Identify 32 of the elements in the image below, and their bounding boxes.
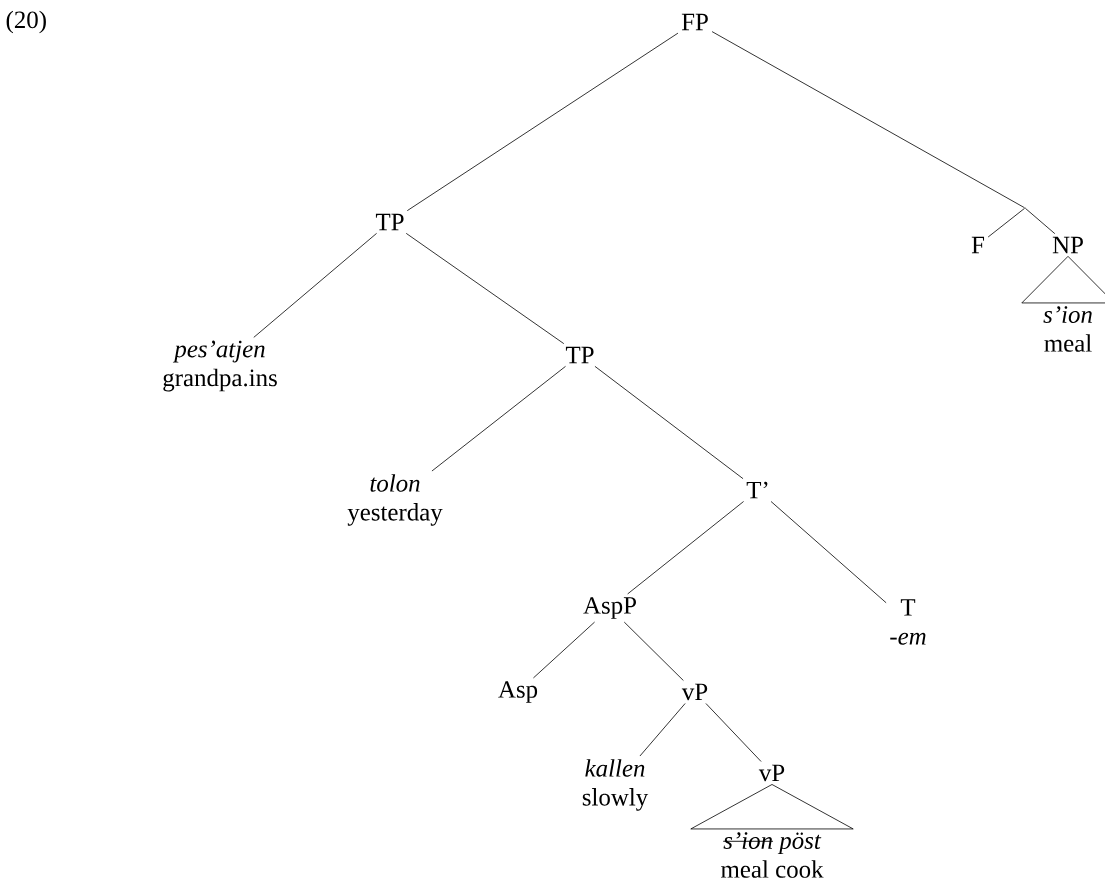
category-label: vP bbox=[681, 683, 708, 701]
branch-line bbox=[431, 365, 566, 472]
category-label: FP bbox=[681, 13, 708, 31]
word-gloss: kallen slowly bbox=[582, 759, 649, 811]
category-label: F bbox=[971, 236, 985, 254]
branch-line bbox=[253, 232, 377, 338]
category-label: T’ bbox=[746, 481, 768, 499]
branch-line bbox=[533, 621, 595, 679]
triangle bbox=[1021, 255, 1105, 304]
word-gloss: pes’atjen grandpa.ins bbox=[163, 340, 277, 392]
branch-line bbox=[406, 32, 679, 212]
category-label: NP bbox=[1052, 236, 1083, 254]
branch-line bbox=[594, 365, 744, 480]
branch-line bbox=[711, 31, 1025, 208]
category-label: TP bbox=[375, 213, 404, 231]
category-label: Asp bbox=[498, 681, 538, 703]
triangle bbox=[690, 784, 854, 830]
branch-line bbox=[623, 621, 684, 681]
category-label: AspP bbox=[583, 597, 636, 619]
word-gloss: tolon yesterday bbox=[347, 474, 443, 526]
branch-line bbox=[405, 232, 565, 345]
branch-line bbox=[705, 703, 762, 762]
example-number: (20) bbox=[6, 10, 46, 34]
category-label: TP bbox=[565, 346, 594, 364]
branch-line bbox=[639, 703, 686, 757]
word-gloss: T -em bbox=[890, 599, 926, 645]
word-gloss: s’ion meal bbox=[1043, 306, 1092, 352]
branch-line bbox=[627, 501, 744, 595]
branch-line bbox=[987, 208, 1025, 238]
branch-line bbox=[1025, 208, 1056, 235]
category-label: vP bbox=[758, 764, 785, 782]
branch-line bbox=[770, 501, 887, 604]
